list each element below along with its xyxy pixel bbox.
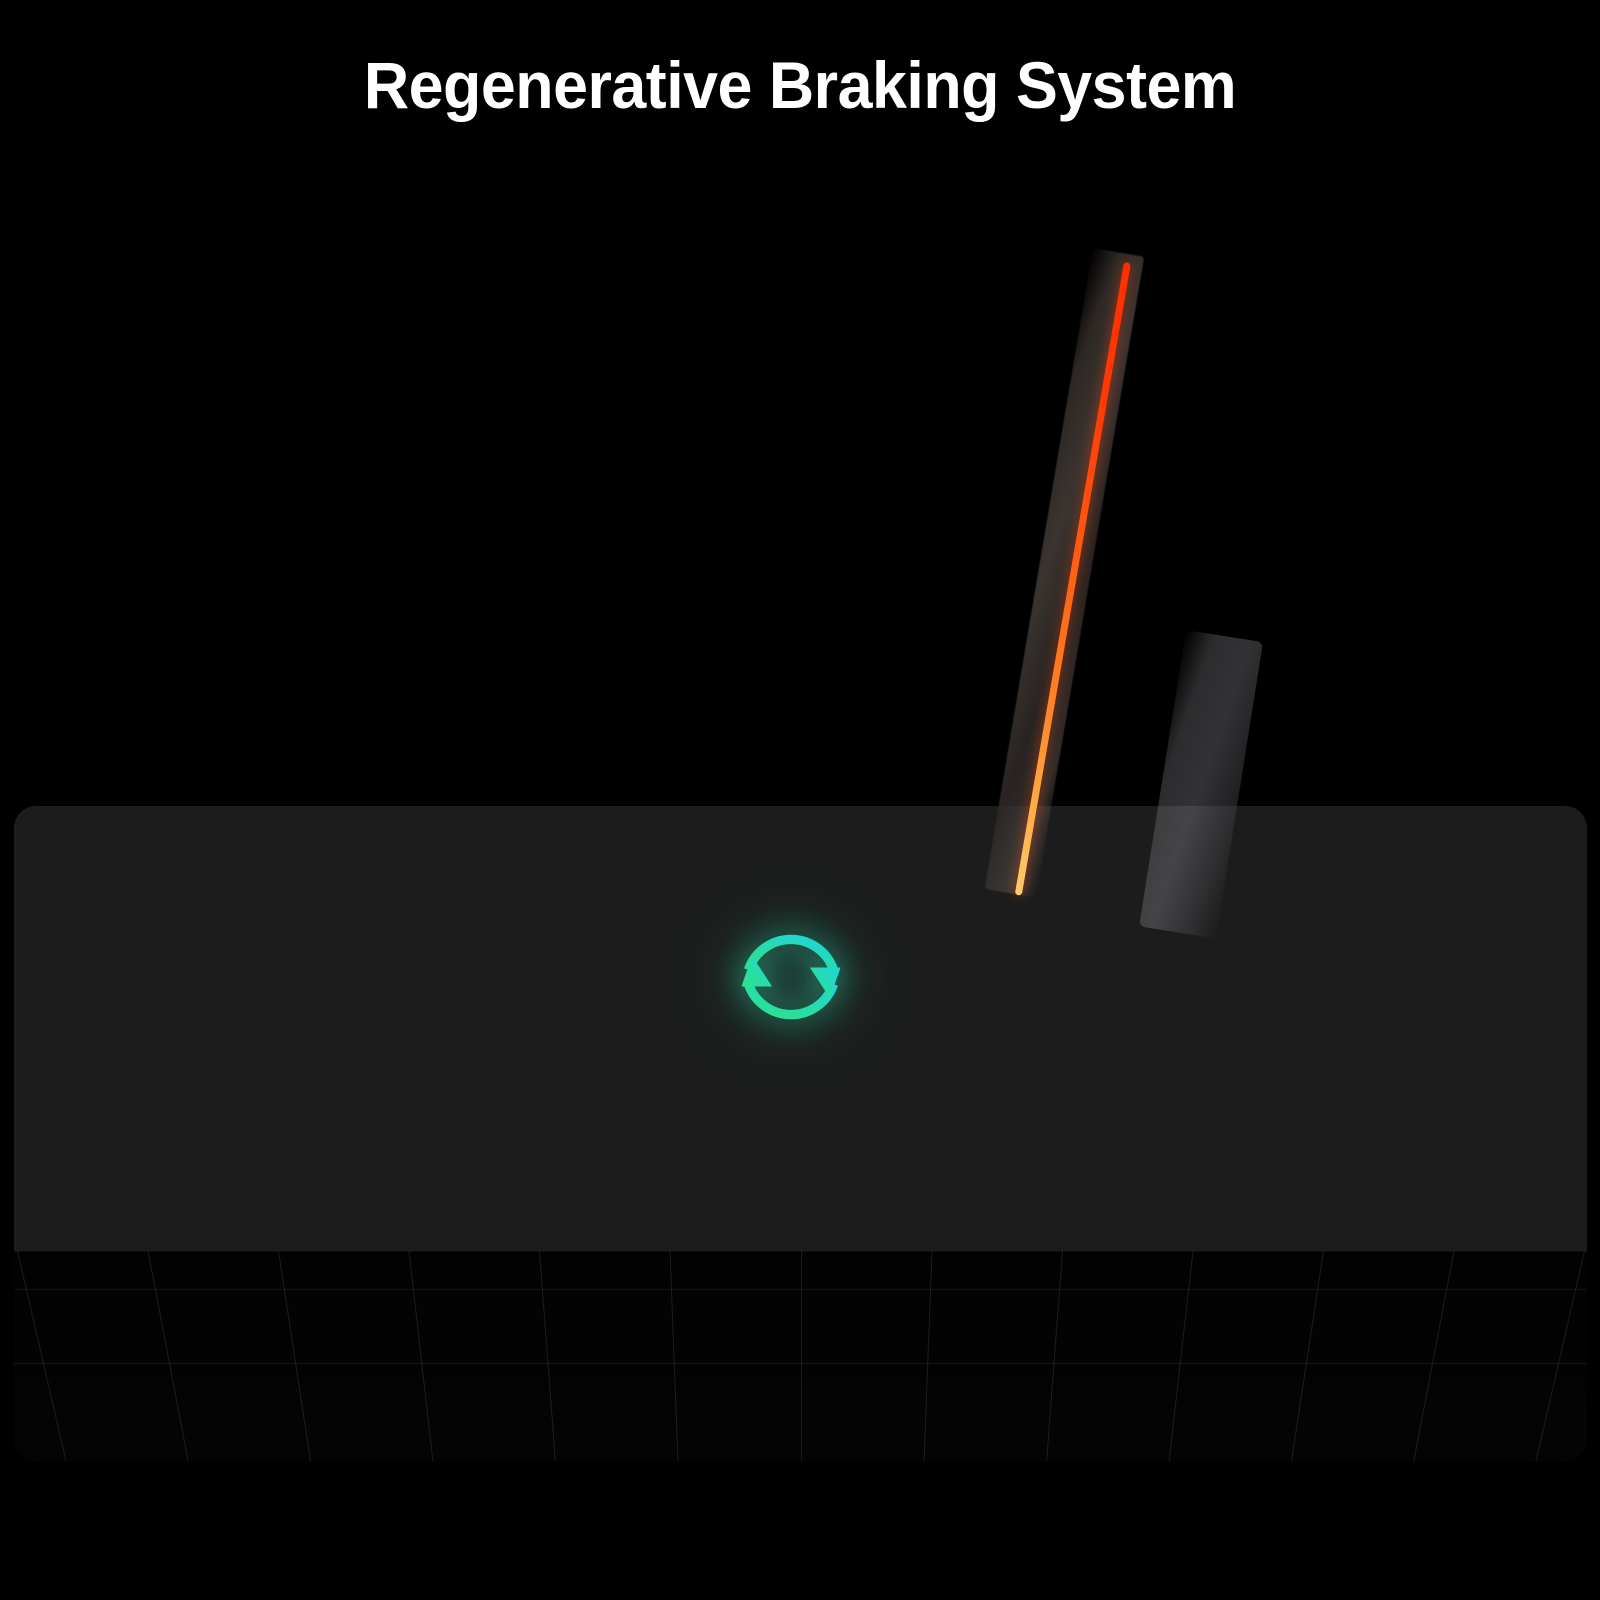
- grid-line-vertical: [922, 1251, 933, 1461]
- recycle-loop-icon: [741, 934, 841, 1020]
- grid-line-vertical: [1411, 1251, 1457, 1461]
- grid-line-vertical: [1167, 1251, 1195, 1461]
- grid-line-vertical: [1044, 1251, 1064, 1461]
- grid-line-vertical: [1289, 1251, 1326, 1461]
- grid-line-vertical: [800, 1251, 802, 1461]
- perspective-grid-floor: [14, 1251, 1587, 1461]
- scene-panel: [14, 806, 1587, 1461]
- page-title: Regenerative Braking System: [363, 48, 1237, 122]
- grid-line-vertical: [145, 1251, 191, 1461]
- grid-line-horizontal: [14, 1251, 1587, 1252]
- grid-line-vertical: [1534, 1251, 1587, 1461]
- grid-line-vertical: [14, 1251, 68, 1461]
- grid-line-vertical: [276, 1251, 313, 1461]
- grid-line-horizontal: [14, 1289, 1587, 1291]
- handlebar-stem-tube: [984, 248, 1145, 898]
- grid-line-vertical: [669, 1251, 680, 1461]
- grid-line-vertical: [407, 1251, 435, 1461]
- stem-energy-line: [1014, 262, 1131, 896]
- grid-line-vertical: [538, 1251, 558, 1461]
- grid-line-horizontal: [14, 1363, 1587, 1364]
